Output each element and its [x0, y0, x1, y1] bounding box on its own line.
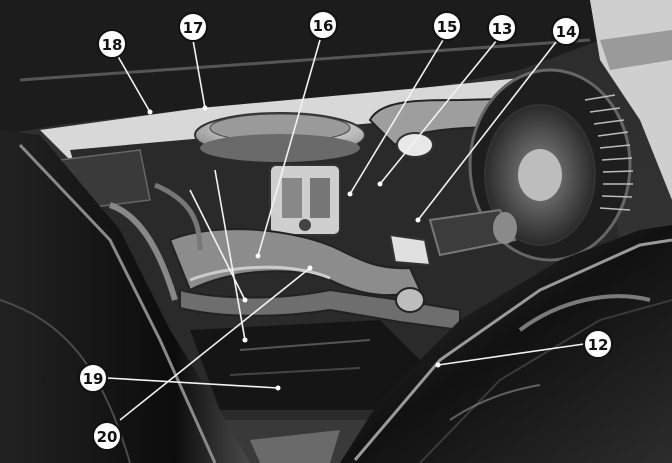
right-fender [340, 225, 672, 463]
leader-line-19 [106, 377, 279, 389]
radiator-grille [584, 94, 634, 211]
callout-label: 16 [313, 17, 334, 35]
leader-line-20 [119, 267, 311, 421]
callout-label: 20 [97, 428, 118, 446]
callout-12: 12 [583, 329, 613, 359]
distributor [388, 233, 432, 267]
callout-label: 18 [102, 36, 123, 54]
leader-line-15 [349, 39, 444, 195]
callout-19: 19 [78, 363, 108, 393]
leader-line-aux-1 [189, 189, 246, 301]
left-fender [0, 130, 250, 463]
leader-line-aux-2 [214, 169, 246, 341]
leader-line-16 [257, 39, 321, 257]
hose [108, 202, 178, 301]
callout-16: 16 [308, 10, 338, 40]
leader-line-14 [417, 41, 557, 221]
callout-label: 12 [588, 336, 609, 354]
callout-18: 18 [97, 29, 127, 59]
callout-17: 17 [178, 12, 208, 42]
callout-13: 13 [487, 13, 517, 43]
callout-label: 14 [556, 23, 577, 41]
intake-manifold [168, 228, 422, 297]
callout-label: 17 [183, 19, 204, 37]
callout-label: 15 [437, 18, 458, 36]
callout-label: 13 [492, 20, 513, 38]
callout-20: 20 [92, 421, 122, 451]
oil-filler-cap [396, 132, 434, 158]
callout-14: 14 [551, 16, 581, 46]
leader-line-13 [379, 39, 498, 185]
leader-line-12 [437, 343, 585, 366]
engine-lower [190, 320, 420, 410]
dynamo [428, 208, 517, 257]
callout-15: 15 [432, 11, 462, 41]
callout-label: 19 [83, 370, 104, 388]
leader-line-17 [192, 39, 206, 109]
leader-lines [106, 39, 585, 421]
